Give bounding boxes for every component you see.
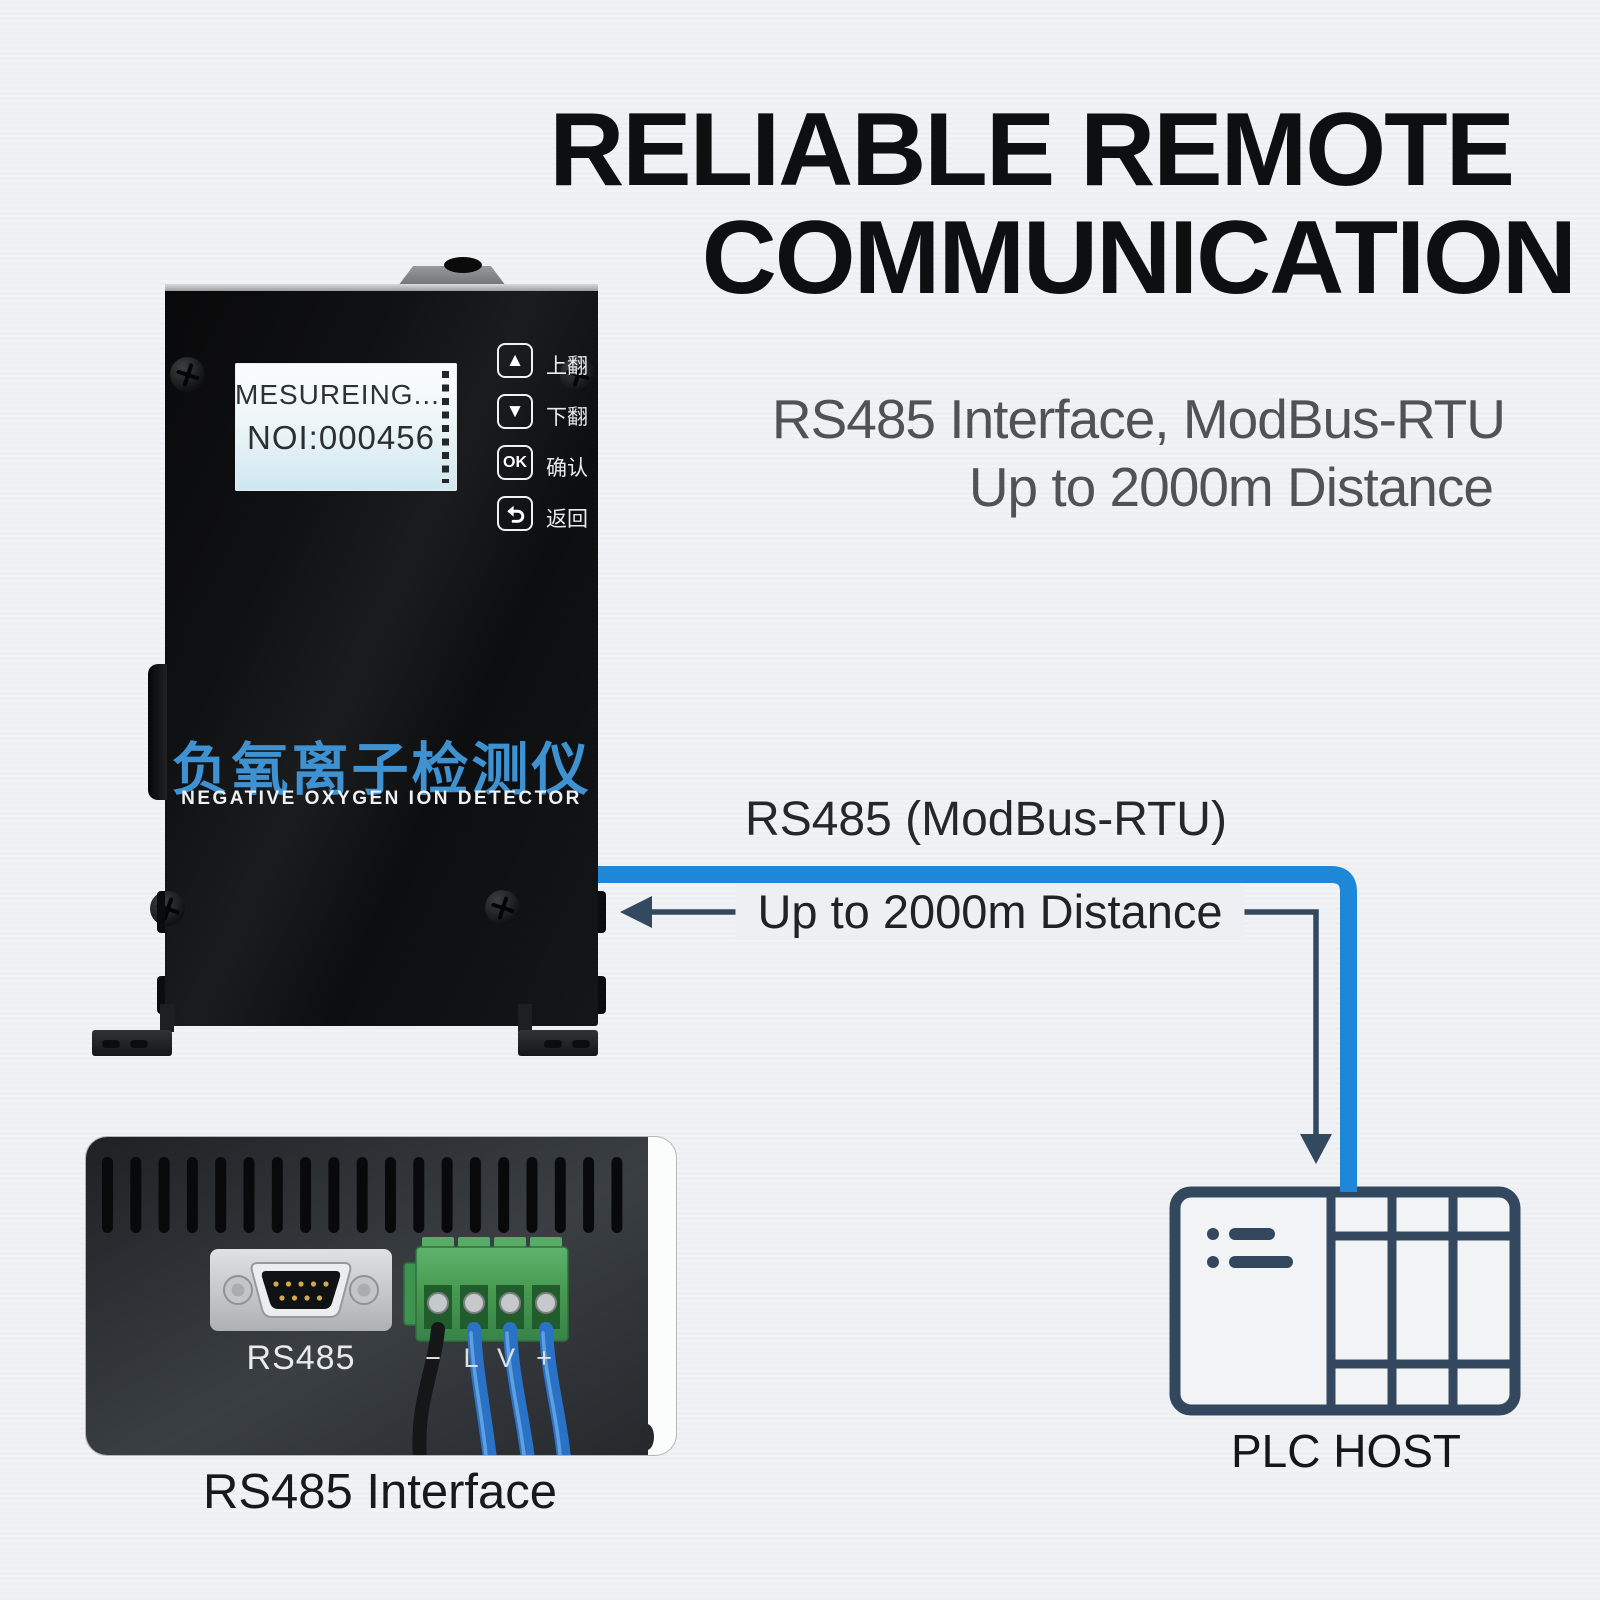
lcd-dot-column	[442, 371, 449, 483]
device-top-sensor-cap	[444, 257, 482, 273]
lcd-status-text: MESUREING...	[235, 379, 440, 410]
foot-slot	[102, 1040, 120, 1048]
down-arrow-icon: ▼	[505, 401, 525, 422]
page-down-label: 下翻	[546, 406, 588, 429]
product-name-en: NEGATIVE OXYGEN ION DETECTOR	[181, 788, 582, 809]
plc-host-label: PLC HOST	[1230, 1425, 1462, 1477]
closeup-graphics	[102, 1157, 654, 1455]
device-top-sensor	[398, 266, 506, 286]
terminal-label-l: L	[463, 1343, 479, 1373]
return-label: 返回	[546, 508, 588, 531]
product-name-cn: 负氧离子检测仪	[171, 738, 592, 802]
side-knob	[157, 976, 165, 1014]
terminal-wires	[412, 1322, 571, 1455]
device-top-edge	[165, 284, 598, 291]
vent-grille	[102, 1157, 632, 1233]
page-down-button: ▼	[497, 394, 533, 429]
page-title-line-2: COMMUNICATION	[701, 200, 1577, 316]
subtitle-line-1: RS485 Interface, ModBus-RTU	[771, 388, 1506, 450]
foot-slot	[130, 1040, 148, 1048]
foot-slot	[572, 1040, 590, 1048]
arrowhead-down-icon	[1300, 1134, 1332, 1164]
closeup-caption: RS485 Interface	[202, 1465, 558, 1519]
page-up-label: 上翻	[546, 355, 588, 378]
subtitle-line-2: Up to 2000m Distance	[968, 456, 1494, 518]
ok-button-text: OK	[503, 453, 527, 471]
panel-edge-knob	[640, 1424, 654, 1450]
lcd-screen: MESUREING... NOI:000456	[235, 363, 457, 491]
arrowhead-left-icon	[620, 896, 652, 928]
rs485-closeup-photo: RS485 − L V +	[85, 1136, 677, 1456]
terminal-block	[403, 1237, 569, 1342]
return-icon	[507, 505, 525, 523]
confirm-label: 确认	[546, 457, 588, 480]
mounting-bracket-left	[160, 1004, 174, 1032]
lcd-reading-text: NOI:000456	[247, 419, 435, 456]
side-knob	[598, 976, 606, 1014]
db9-pins	[273, 1281, 329, 1301]
plc-list-icon	[1207, 1228, 1293, 1268]
db9-connector	[210, 1249, 392, 1331]
rs485-bus-line	[598, 866, 1357, 1192]
ok-button: OK	[497, 445, 533, 480]
return-button	[497, 496, 533, 531]
distance-label: Up to 2000m Distance	[735, 884, 1245, 939]
page-title-line-1: RELIABLE REMOTE	[549, 92, 1515, 208]
distance-arrow-line	[644, 909, 1319, 1140]
mounting-bracket-right	[518, 1004, 532, 1032]
screw-icon	[560, 357, 595, 392]
screw-icon	[485, 890, 520, 925]
page-up-button: ▲	[497, 343, 533, 378]
screw-icon	[170, 357, 205, 392]
bus-label: RS485 (ModBus-RTU)	[745, 793, 1227, 846]
air-inlet-port	[148, 664, 167, 800]
side-knob	[598, 891, 606, 933]
foot-slot	[544, 1040, 562, 1048]
terminal-label-v: V	[496, 1343, 516, 1373]
up-arrow-icon: ▲	[505, 350, 525, 371]
terminal-label-plus: +	[536, 1343, 552, 1373]
side-knob	[157, 891, 165, 933]
screw-icon	[150, 891, 185, 926]
rs485-port-label: RS485	[246, 1339, 356, 1377]
terminal-label-minus: −	[425, 1343, 441, 1373]
